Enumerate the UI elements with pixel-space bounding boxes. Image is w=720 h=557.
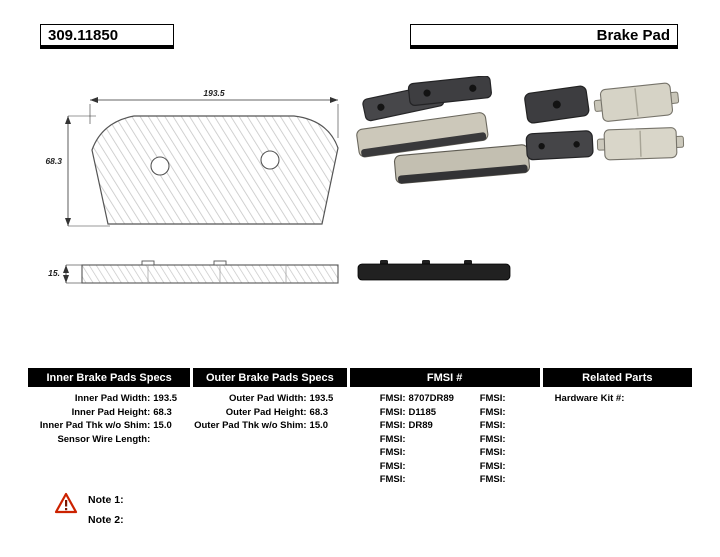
fmsi-value: DR89 [408, 420, 433, 431]
table-row: FMSI: FMSI: [350, 460, 540, 474]
table-row: Sensor Wire Length: [28, 433, 190, 447]
fmsi-value [506, 446, 540, 460]
spec-value: 193.5 [153, 393, 178, 404]
table-row: Inner Pad Width: 193.5 [28, 392, 190, 406]
fmsi-label: FMSI: [479, 433, 506, 445]
spec-label: Outer Pad Width: [229, 393, 307, 404]
fmsi-value [406, 433, 474, 447]
table-row: FMSI: FMSI: [350, 473, 540, 487]
edge-tab [141, 260, 155, 266]
table-row: FMSI: 8707DR89 FMSI: [350, 392, 540, 406]
brake-pad-side-view-drawing: 15. [48, 260, 339, 284]
fmsi-header: FMSI # [349, 368, 540, 387]
backing-plate-photo [525, 130, 594, 161]
inner-specs-table: Inner Brake Pads Specs Inner Pad Width: … [28, 368, 191, 487]
fmsi-value [506, 392, 540, 406]
spec-label: Inner Pad Width: [74, 393, 151, 404]
fmsi-value [506, 460, 540, 474]
spec-tables: Inner Brake Pads Specs Inner Pad Width: … [28, 368, 692, 487]
product-type-box: Brake Pad [410, 24, 678, 46]
outer-specs-table: Outer Brake Pads Specs Outer Pad Width: … [193, 368, 347, 487]
table-row: Inner Pad Height: 68.3 [28, 406, 190, 420]
fmsi-value: D1185 [408, 406, 437, 418]
table-row: FMSI: FMSI: [350, 433, 540, 447]
fmsi-value [506, 433, 540, 447]
fmsi-value [506, 419, 540, 433]
fmsi-label: FMSI: [379, 393, 406, 404]
outer-specs-header: Outer Brake Pads Specs [193, 368, 347, 387]
height-dimension-label: 68.3 [45, 156, 62, 166]
table-row: FMSI: D1185 FMSI: [350, 406, 540, 420]
fmsi-label: FMSI: [479, 460, 506, 472]
brake-pad-photo [593, 82, 680, 122]
spec-value: 68.3 [309, 406, 329, 418]
fmsi-label: FMSI: [479, 420, 506, 431]
fmsi-label: FMSI: [479, 393, 506, 404]
table-row: FMSI: FMSI: [350, 446, 540, 460]
spec-value: 15.0 [153, 420, 172, 431]
fmsi-label: FMSI: [379, 406, 406, 418]
spec-value: 15.0 [309, 420, 329, 431]
fmsi-value [506, 406, 540, 420]
fmsi-label: FMSI: [479, 474, 506, 485]
spec-value: 193.5 [309, 393, 334, 404]
pad-edge-outline [81, 264, 339, 284]
inner-specs-header: Inner Brake Pads Specs [28, 368, 191, 387]
fmsi-value [406, 446, 474, 460]
table-row: Inner Pad Thk w/o Shim: 15.0 [28, 419, 190, 433]
part-number: 309.11850 [48, 26, 119, 44]
table-row: Outer Pad Thk w/o Shim: 15.0 [193, 419, 346, 433]
table-row: Outer Pad Height: 68.3 [193, 406, 346, 420]
fmsi-value: 8707DR89 [408, 393, 454, 404]
table-row: Outer Pad Width: 193.5 [193, 392, 346, 406]
width-dimension-label: 193.5 [203, 88, 225, 98]
pad-edge-photo [357, 260, 511, 281]
spec-label: Sensor Wire Length: [57, 433, 151, 445]
fmsi-label: FMSI: [479, 406, 506, 418]
spec-value: 68.3 [153, 406, 172, 418]
fmsi-table: FMSI # FMSI: 8707DR89 FMSI: FMSI: D1185 … [349, 368, 540, 487]
spec-value [150, 433, 190, 447]
related-parts-header: Related Parts [542, 368, 692, 387]
product-photos [356, 76, 685, 281]
spec-label: Outer Pad Thk w/o Shim: [194, 420, 307, 431]
fmsi-label: FMSI: [379, 460, 406, 472]
brake-pad-photo [596, 127, 685, 161]
pad-outline [91, 115, 339, 225]
spec-value [624, 392, 627, 406]
spec-label: Inner Pad Height: [71, 406, 151, 418]
fmsi-label: FMSI: [379, 433, 406, 445]
spec-label: Hardware Kit #: [554, 393, 625, 404]
backing-plate-photo [524, 85, 590, 124]
fmsi-value [406, 473, 474, 487]
fmsi-value [506, 473, 540, 487]
fmsi-label: FMSI: [379, 474, 406, 485]
table-row: Hardware Kit #: [543, 392, 692, 406]
fmsi-label: FMSI: [379, 447, 406, 458]
spec-label: Outer Pad Height: [225, 406, 307, 418]
thickness-dimension-label: 15. [48, 268, 60, 278]
brake-pad-photo [356, 112, 489, 158]
warning-triangle-icon [54, 492, 78, 514]
note-2: Note 2: [88, 514, 124, 526]
mounting-hole [150, 156, 170, 176]
edge-tab [213, 260, 227, 266]
fmsi-label: FMSI: [479, 447, 506, 458]
backing-plate-photo [407, 76, 492, 106]
table-row: FMSI: DR89 FMSI: [350, 419, 540, 433]
related-parts-table: Related Parts Hardware Kit #: [542, 368, 692, 487]
fmsi-label: FMSI: [379, 420, 406, 431]
brake-pad-front-view-drawing: 193.5 68.3 [45, 88, 339, 227]
fmsi-value [406, 460, 474, 474]
mounting-hole [260, 150, 280, 170]
notes-section: Note 1: Note 2: [54, 490, 124, 530]
spec-label: Inner Pad Thk w/o Shim: [39, 420, 151, 431]
part-number-box: 309.11850 [40, 24, 174, 46]
product-type: Brake Pad [596, 26, 670, 44]
note-1: Note 1: [88, 494, 124, 506]
